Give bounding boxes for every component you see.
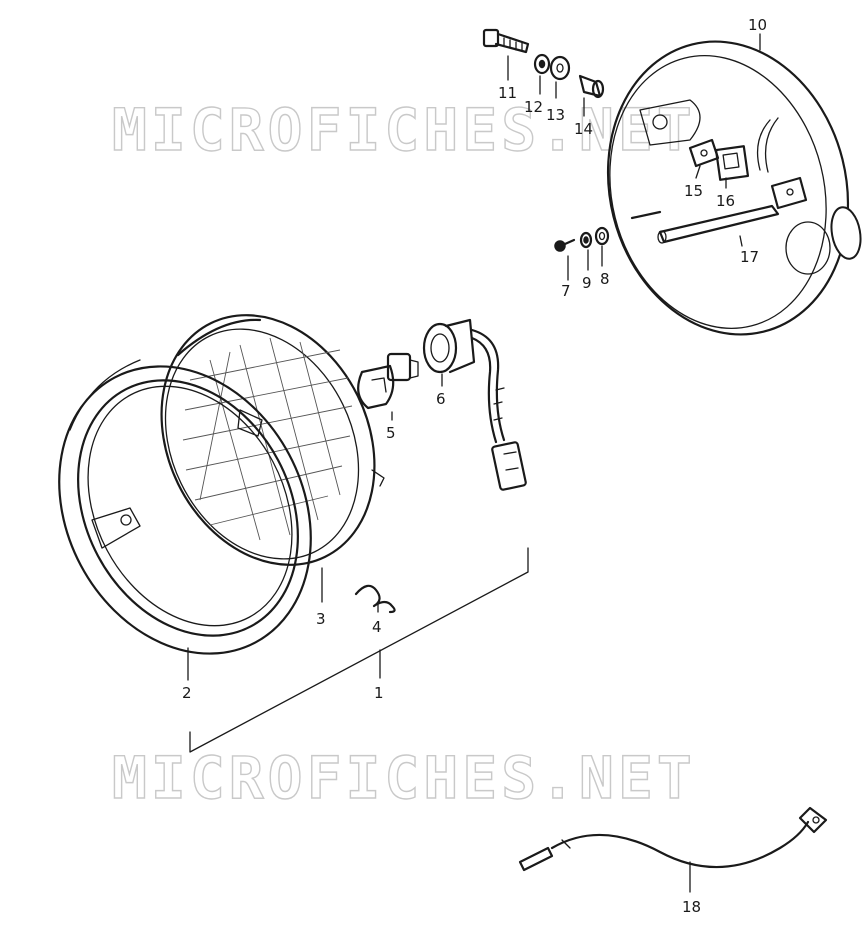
- leader-lines: [187, 33, 761, 893]
- part-16-terminal: [714, 145, 750, 181]
- part-9-washer: [579, 231, 593, 249]
- callout-1: 1: [374, 684, 384, 702]
- part-11-bolt: [482, 28, 530, 54]
- part-5-bulb: [357, 352, 419, 410]
- callout-7: 7: [561, 282, 571, 300]
- part-2-rim: [58, 359, 312, 655]
- part-4-spring: [354, 584, 396, 614]
- watermark-bottom: MICROFICHES.NET: [112, 744, 696, 812]
- part-18-cable: [518, 806, 828, 872]
- callout-15: 15: [684, 182, 703, 200]
- callout-14: 14: [574, 120, 593, 138]
- callout-16: 16: [716, 192, 735, 210]
- callout-6: 6: [436, 390, 446, 408]
- part-6-socket: [422, 318, 527, 491]
- part-3-lens-unit: [160, 314, 385, 566]
- part-8-washer: [594, 226, 610, 246]
- callout-4: 4: [372, 618, 382, 636]
- part-12-lock-washer: [533, 53, 551, 75]
- callout-2: 2: [182, 684, 192, 702]
- part-17-bracket: [657, 176, 808, 244]
- callout-10: 10: [748, 16, 767, 34]
- assembly-bracket: [189, 547, 529, 753]
- callout-8: 8: [600, 270, 610, 288]
- part-14-collar: [578, 74, 605, 99]
- callout-12: 12: [524, 98, 543, 116]
- callout-3: 3: [316, 610, 326, 628]
- callout-9: 9: [582, 274, 592, 292]
- part-7-screw: [554, 238, 576, 252]
- callout-5: 5: [386, 424, 396, 442]
- watermark-top: MICROFICHES.NET: [112, 96, 696, 164]
- callout-13: 13: [546, 106, 565, 124]
- callout-11: 11: [498, 84, 517, 102]
- part-10-housing: [606, 40, 862, 336]
- callout-17: 17: [740, 248, 759, 266]
- callout-labels: 1 2 3 4 5 6 7 8 9 10 11 12 13 14 15 16 1…: [182, 16, 767, 916]
- callout-18: 18: [682, 898, 701, 916]
- part-13-washer: [549, 55, 571, 81]
